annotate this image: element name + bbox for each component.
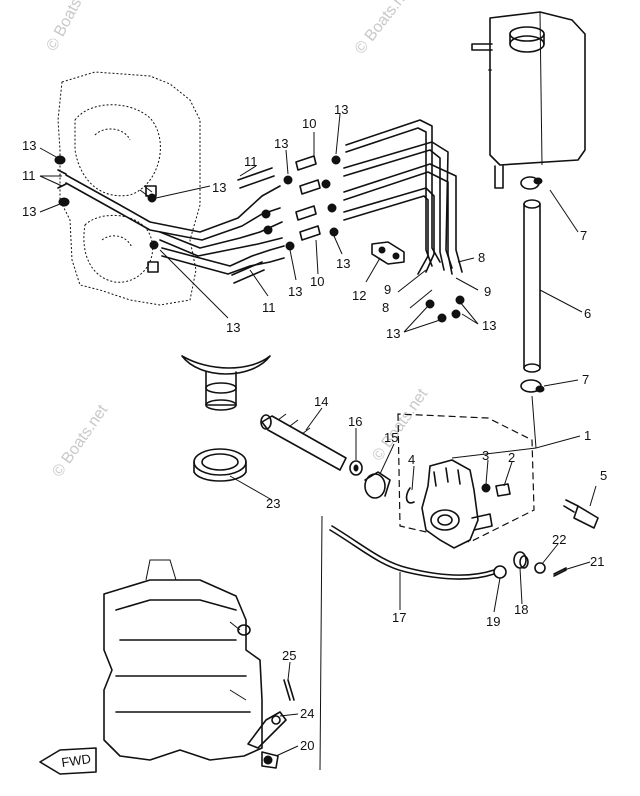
callout-8: 8 bbox=[478, 250, 485, 265]
callout-6: 6 bbox=[584, 306, 591, 321]
callout-4: 4 bbox=[408, 452, 415, 467]
callout-13: 13 bbox=[336, 256, 350, 271]
callout-1: 1 bbox=[584, 428, 591, 443]
watermark-top-left: © Boats.net bbox=[44, 0, 99, 54]
callout-11: 11 bbox=[22, 168, 36, 183]
callout-18: 18 bbox=[514, 602, 528, 617]
washer-3 bbox=[481, 483, 491, 493]
hose-clamp-7-bottom bbox=[520, 379, 545, 393]
callout-20: 20 bbox=[300, 738, 314, 753]
engine-block-bottom bbox=[103, 559, 263, 761]
oil-hose-6 bbox=[523, 199, 541, 373]
callout-8: 8 bbox=[382, 300, 389, 315]
callout-13: 13 bbox=[22, 138, 36, 153]
oil-lines-8-9 bbox=[343, 119, 463, 275]
callout-labels: 13 11 13 11 13 13 11 13 10 13 13 10 13 1… bbox=[22, 102, 607, 753]
callout-13: 13 bbox=[212, 180, 226, 195]
callout-16: 16 bbox=[348, 414, 362, 429]
washer-22 bbox=[534, 562, 546, 574]
oil-seal-23 bbox=[193, 448, 247, 482]
fwd-label: FWD bbox=[60, 751, 91, 770]
link-rod-17 bbox=[329, 525, 495, 580]
callout-13: 13 bbox=[386, 326, 400, 341]
callout-19: 19 bbox=[486, 614, 500, 629]
bearing-housing bbox=[181, 355, 271, 411]
callout-7: 7 bbox=[582, 372, 589, 387]
block-fittings bbox=[54, 155, 159, 273]
o-ring-4 bbox=[405, 487, 415, 504]
callout-13: 13 bbox=[274, 136, 288, 151]
pump-drive-shaft-14 bbox=[260, 413, 347, 471]
watermark-top-center: © Boats.net bbox=[352, 0, 417, 57]
callout-13: 13 bbox=[22, 204, 36, 219]
bolt-20 bbox=[261, 751, 279, 769]
callout-9: 9 bbox=[484, 284, 491, 299]
callout-12: 12 bbox=[352, 288, 366, 303]
oil-lines-11 bbox=[57, 169, 285, 275]
callout-13: 13 bbox=[482, 318, 496, 333]
callout-13: 13 bbox=[288, 284, 302, 299]
callout-3: 3 bbox=[482, 448, 489, 463]
short-tubes bbox=[231, 167, 275, 284]
watermark-mid-center: © Boats.net bbox=[369, 385, 431, 464]
callout-10: 10 bbox=[302, 116, 316, 131]
fwd-arrow: FWD bbox=[39, 747, 97, 775]
callout-13: 13 bbox=[226, 320, 240, 335]
pin-21 bbox=[553, 567, 567, 577]
washer-16 bbox=[349, 460, 363, 476]
bolt-5 bbox=[563, 499, 599, 529]
callout-10: 10 bbox=[310, 274, 324, 289]
oil-pump-assembly-box bbox=[397, 413, 535, 543]
callout-25: 25 bbox=[282, 648, 296, 663]
callout-17: 17 bbox=[392, 610, 406, 625]
engine-block-top bbox=[57, 71, 201, 306]
callout-9: 9 bbox=[384, 282, 391, 297]
callout-5: 5 bbox=[600, 468, 607, 483]
callout-21: 21 bbox=[590, 554, 604, 569]
callout-7: 7 bbox=[580, 228, 587, 243]
watermark-mid-left: © Boats.net bbox=[49, 401, 111, 480]
vertical-rod bbox=[319, 515, 323, 771]
rod-joint-18 bbox=[513, 551, 529, 569]
callout-14: 14 bbox=[314, 394, 328, 409]
driven-gear-15 bbox=[364, 471, 391, 499]
check-valves bbox=[425, 295, 465, 323]
bolt-2 bbox=[495, 483, 511, 497]
callout-2: 2 bbox=[508, 450, 515, 465]
oil-tank bbox=[471, 11, 586, 189]
callout-13: 13 bbox=[334, 102, 348, 117]
callout-11: 11 bbox=[262, 300, 276, 315]
callout-22: 22 bbox=[552, 532, 566, 547]
oil-pump-body bbox=[421, 459, 493, 549]
callout-23: 23 bbox=[266, 496, 280, 511]
callout-24: 24 bbox=[300, 706, 314, 721]
callout-11: 11 bbox=[244, 154, 258, 169]
pin-25 bbox=[283, 679, 295, 701]
rod-joint-19 bbox=[493, 565, 507, 579]
lever-24 bbox=[247, 711, 287, 749]
line-fittings bbox=[261, 155, 341, 251]
bracket-12 bbox=[371, 241, 405, 265]
callout-15: 15 bbox=[384, 430, 398, 445]
hose-clamp-7-top bbox=[520, 176, 543, 190]
leader-lines bbox=[39, 113, 597, 757]
